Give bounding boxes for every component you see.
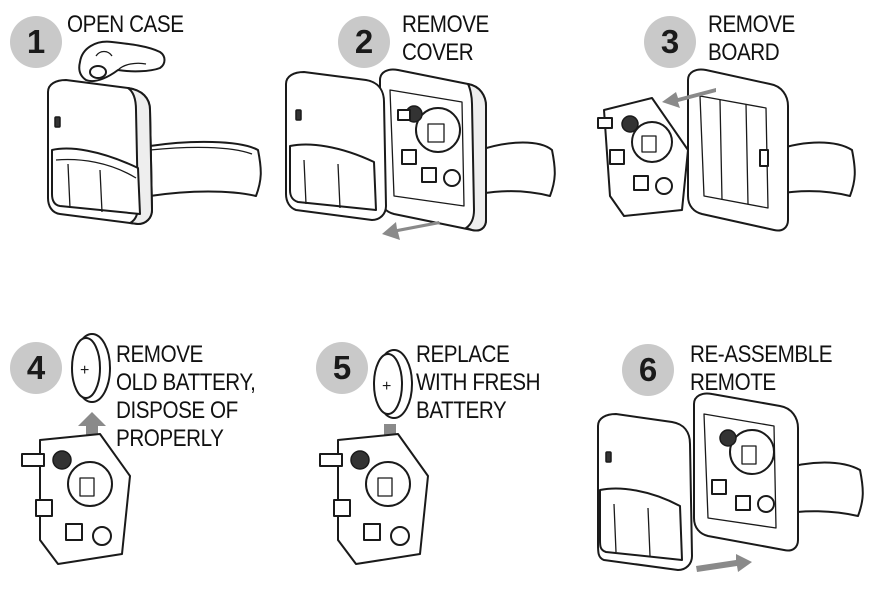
step-2-label-line: REMOVE bbox=[402, 11, 489, 38]
step-5-label-line: REPLACE bbox=[416, 341, 510, 368]
battery-plus-symbol: + bbox=[80, 362, 89, 379]
step-2-label: REMOVE COVER bbox=[402, 11, 489, 67]
step-3-label-line: REMOVE bbox=[708, 11, 795, 38]
step-4: 4 REMOVE OLD BATTERY, DISPOSE OF PROPERL… bbox=[0, 300, 290, 592]
step-5: 5 REPLACE WITH FRESH BATTERY + bbox=[290, 300, 580, 592]
remove-board-illustration bbox=[597, 68, 856, 232]
step-2-badge: 2 bbox=[338, 16, 390, 68]
battery-plus-symbol: + bbox=[382, 378, 391, 395]
step-6-label-line: RE-ASSEMBLE bbox=[690, 341, 833, 368]
step-2: 2 REMOVE COVER bbox=[285, 0, 580, 290]
remove-cover-illustration bbox=[285, 68, 556, 240]
step-4-label-line: PROPERLY bbox=[116, 425, 224, 452]
step-2-label-line: COVER bbox=[402, 39, 474, 66]
step-1: 1 OPEN CASE bbox=[0, 0, 290, 290]
reassemble-illustration bbox=[597, 392, 864, 572]
step-1-label-line: OPEN CASE bbox=[67, 11, 184, 38]
step-5-label-line: WITH FRESH bbox=[416, 369, 541, 396]
step-1-badge: 1 bbox=[10, 16, 62, 68]
step-4-label-line: REMOVE bbox=[116, 341, 203, 368]
open-case-illustration bbox=[47, 40, 262, 225]
step-4-badge: 4 bbox=[10, 342, 62, 394]
step-4-label-line: DISPOSE OF bbox=[116, 397, 238, 424]
step-1-label: OPEN CASE bbox=[67, 11, 184, 39]
replace-battery-illustration: + bbox=[319, 349, 429, 565]
step-4-label: REMOVE OLD BATTERY, DISPOSE OF PROPERLY bbox=[116, 341, 256, 453]
step-3: 3 REMOVE BOARD bbox=[580, 0, 872, 290]
step-5-label: REPLACE WITH FRESH BATTERY bbox=[416, 341, 541, 425]
step-4-label-line: OLD BATTERY, bbox=[116, 369, 256, 396]
step-6-badge: 6 bbox=[622, 344, 674, 396]
remove-battery-illustration: + bbox=[21, 333, 131, 565]
step-6-label-line: REMOTE bbox=[690, 369, 776, 396]
step-5-label-line: BATTERY bbox=[416, 397, 507, 424]
step-6: 6 RE-ASSEMBLE REMOTE bbox=[580, 300, 872, 592]
step-6-label: RE-ASSEMBLE REMOTE bbox=[690, 341, 833, 397]
step-5-badge: 5 bbox=[316, 342, 368, 394]
step-3-badge: 3 bbox=[644, 16, 696, 68]
step-3-label-line: BOARD bbox=[708, 39, 780, 66]
step-3-label: REMOVE BOARD bbox=[708, 11, 795, 67]
